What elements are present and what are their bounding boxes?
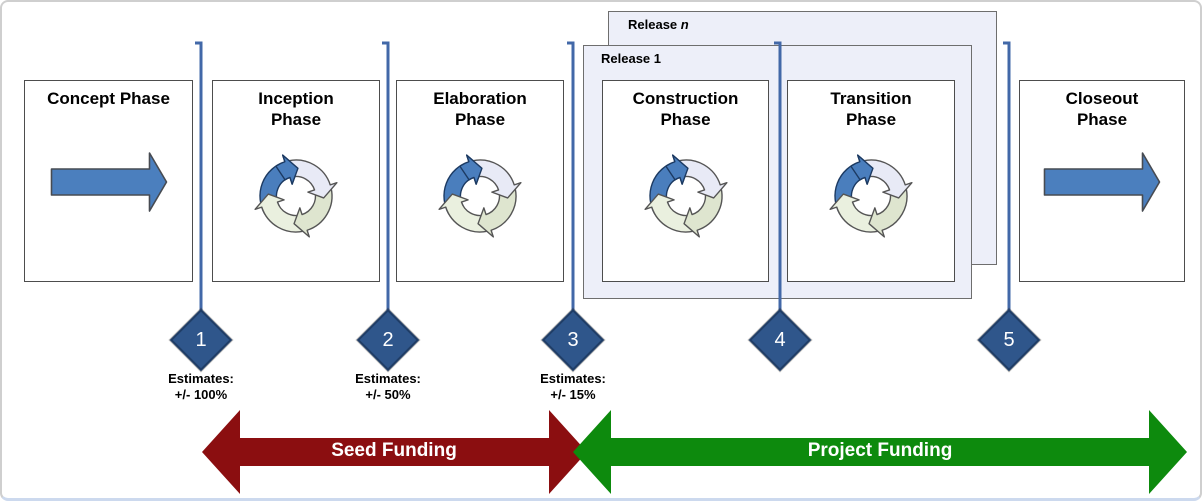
iteration-cycle-icon — [438, 154, 522, 238]
estimates-value: +/- 15% — [550, 387, 596, 402]
milestone-line-3 — [567, 41, 575, 313]
milestone-number: 1 — [195, 328, 207, 351]
milestone-number: 3 — [567, 328, 579, 351]
forward-arrow-icon — [50, 152, 167, 212]
milestone-number: 2 — [382, 328, 394, 351]
phase-title: Closeout Phase — [1065, 89, 1139, 129]
release-1-prefix: Release — [601, 51, 651, 66]
milestone-line-2 — [382, 41, 390, 313]
phase-box-transition: Transition Phase — [787, 80, 955, 282]
release-n-label: Release n — [628, 17, 689, 32]
seed-funding-arrow — [202, 410, 587, 494]
release-n-prefix: Release — [628, 17, 678, 32]
estimates-label-2: Estimates: +/- 50% — [328, 371, 448, 403]
project-funding-arrow — [573, 410, 1187, 494]
phase-box-elaboration: Elaboration Phase — [396, 80, 564, 282]
forward-arrow-shape — [50, 152, 167, 212]
estimates-title: Estimates: — [168, 371, 234, 386]
iteration-cycle-icon — [643, 154, 728, 238]
phase-title: Inception Phase — [258, 89, 334, 129]
estimates-title: Estimates: — [540, 371, 606, 386]
release-n-variable: n — [680, 17, 689, 32]
phase-title: Transition Phase — [830, 89, 912, 129]
phase-title: Elaboration Phase — [433, 89, 527, 129]
estimates-value: +/- 50% — [365, 387, 411, 402]
iteration-cycle-icon — [254, 154, 338, 238]
phase-box-inception: Inception Phase — [212, 80, 380, 282]
milestone-line-4 — [774, 41, 782, 313]
estimates-label-1: Estimates: +/- 100% — [141, 371, 261, 403]
estimates-value: +/- 100% — [174, 387, 228, 402]
milestone-line-5 — [1003, 41, 1011, 313]
phase-box-concept: Concept Phase — [24, 80, 193, 282]
seed-funding-label: Seed Funding — [331, 440, 457, 461]
phase-box-construction: Construction Phase — [602, 80, 769, 282]
release-1-variable: 1 — [653, 51, 662, 66]
forward-arrow-icon — [1043, 152, 1161, 212]
project-funding-label: Project Funding — [807, 440, 953, 461]
estimates-label-3: Estimates: +/- 15% — [513, 371, 633, 403]
estimates-title: Estimates: — [355, 371, 421, 386]
milestone-line-1 — [195, 41, 203, 313]
phase-title: Concept Phase — [47, 89, 170, 108]
iteration-cycle-icon — [829, 154, 913, 238]
milestone-number: 4 — [774, 328, 786, 351]
release-1-label: Release 1 — [601, 51, 661, 66]
phase-box-closeout: Closeout Phase — [1019, 80, 1185, 282]
phase-title: Construction Phase — [632, 89, 739, 129]
milestone-number: 5 — [1003, 328, 1015, 351]
forward-arrow-shape — [1043, 152, 1161, 212]
